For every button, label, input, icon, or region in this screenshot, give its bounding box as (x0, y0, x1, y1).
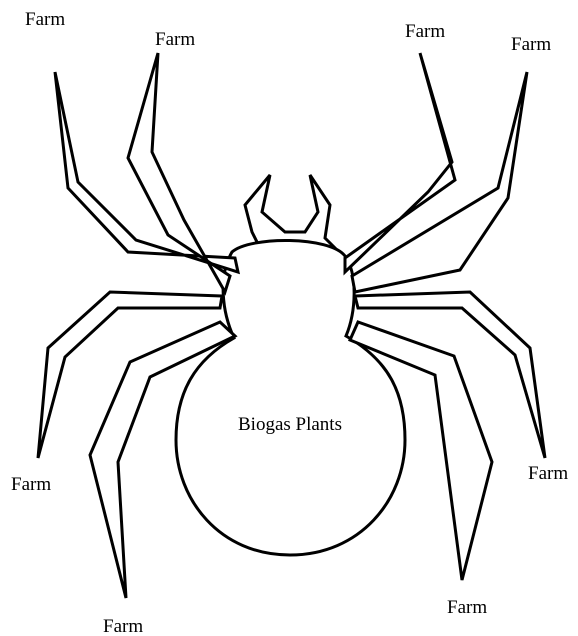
leg-label-bottom-right-inner: Farm (447, 597, 487, 618)
leg-label-bottom-left-inner: Farm (103, 616, 143, 636)
spider-head (245, 175, 335, 248)
center-label: Biogas Plants (238, 414, 342, 435)
leg-label-top-left-inner: Farm (155, 29, 195, 50)
leg-label-top-right-outer: Farm (511, 34, 551, 55)
leg-label-bottom-left-outer: Farm (11, 474, 51, 495)
leg-label-bottom-right-outer: Farm (528, 463, 568, 484)
leg-label-top-left-outer: Farm (25, 9, 65, 30)
leg-label-top-right-inner: Farm (405, 21, 445, 42)
